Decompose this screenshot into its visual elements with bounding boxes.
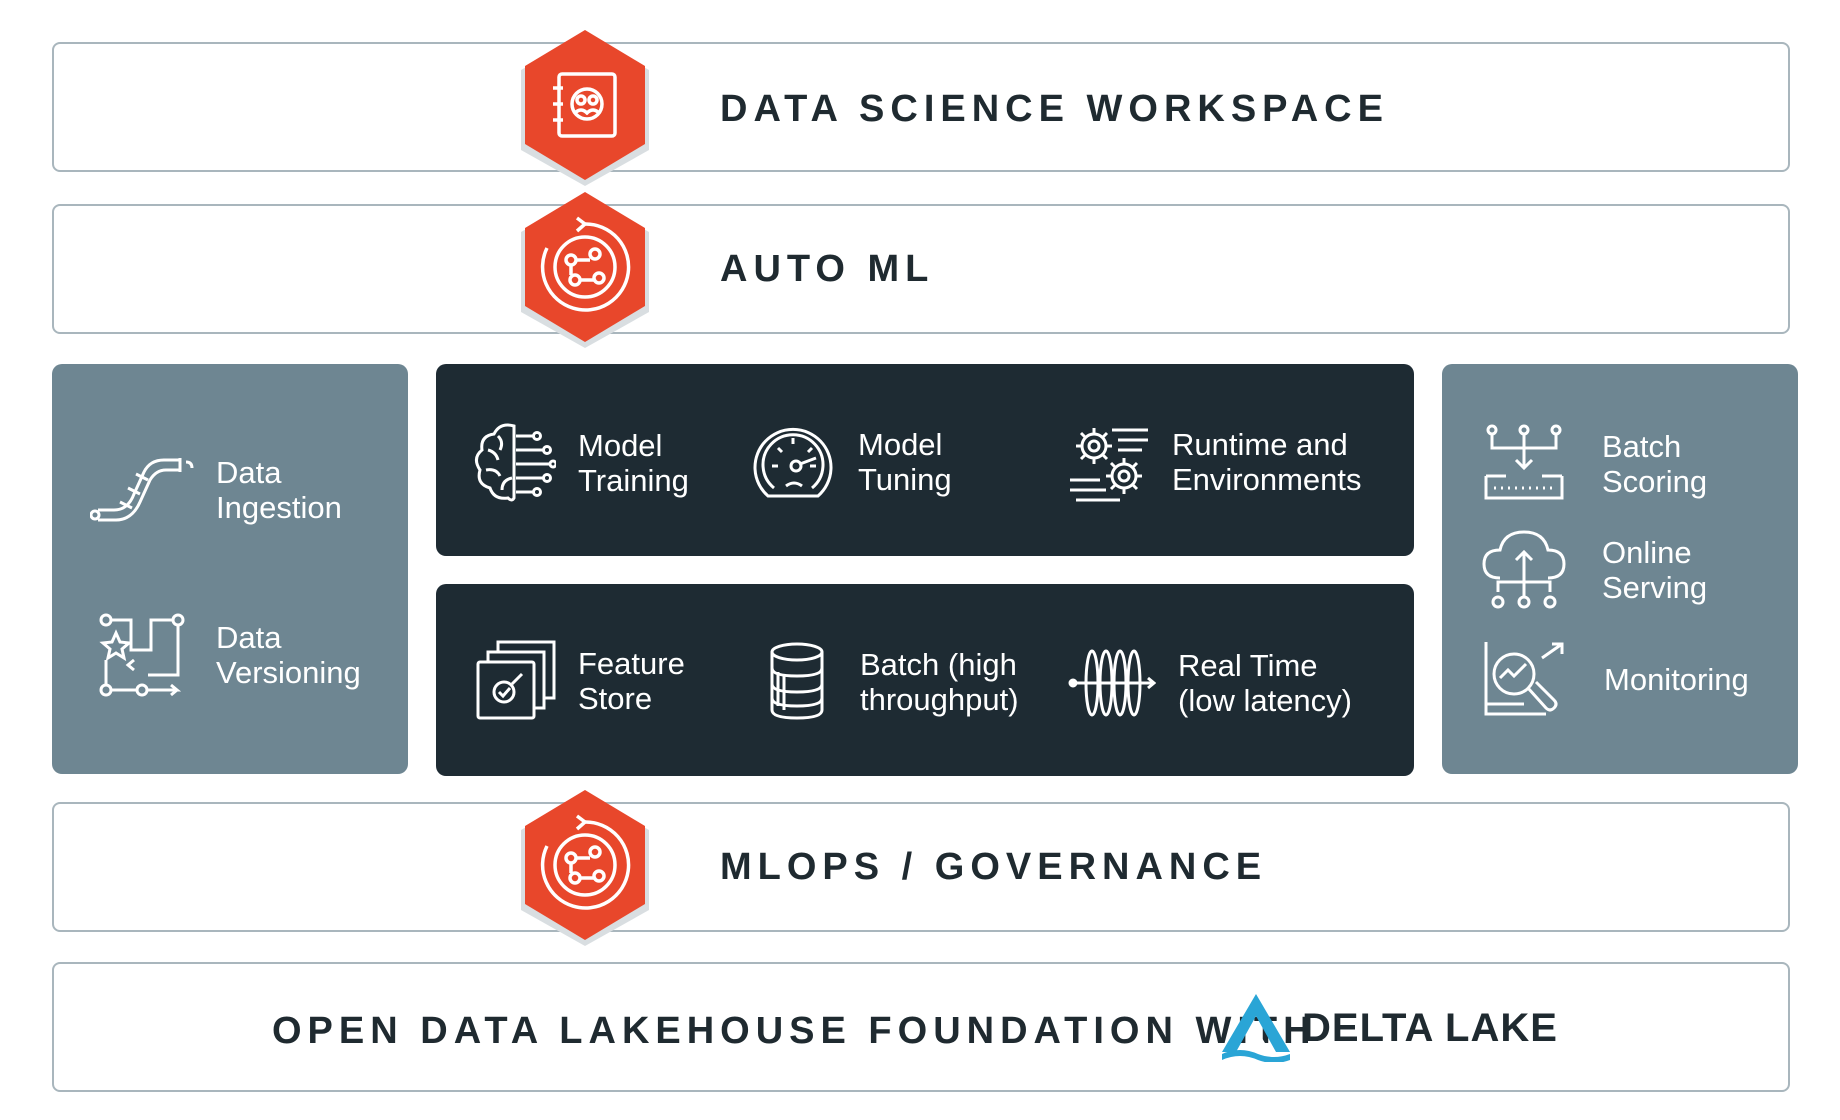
online-serving-item: Online Serving	[1480, 528, 1707, 612]
waveform-icon	[1068, 649, 1156, 717]
deployment-panel	[1442, 364, 1798, 774]
delta-lake-wordmark: DELTA LAKE	[1302, 1006, 1558, 1050]
model-tuning-item: Model Tuning	[750, 422, 952, 502]
delta-lake-logo-icon	[1222, 994, 1290, 1062]
data-versioning-label: Data Versioning	[216, 620, 361, 690]
branching-icon	[99, 613, 185, 697]
monitoring-icon	[1484, 642, 1564, 716]
foundation-band	[52, 962, 1790, 1092]
runtime-item: Runtime and Environments	[1068, 420, 1362, 504]
model-training-label: Model Training	[578, 428, 689, 498]
automl-band	[52, 204, 1790, 334]
monitoring-item: Monitoring	[1482, 640, 1749, 718]
workspace-band	[52, 42, 1790, 172]
mlops-title: MLOPS / GOVERNANCE	[720, 846, 1268, 888]
data-versioning-item: Data Versioning	[98, 612, 361, 698]
feature-store-label: Feature Store	[578, 646, 685, 716]
governance-hex-icon	[521, 790, 649, 946]
batch-scoring-label: Batch Scoring	[1602, 429, 1708, 499]
brain-icon	[475, 423, 556, 502]
monitoring-label: Monitoring	[1604, 661, 1749, 697]
mlops-band	[52, 802, 1790, 932]
serving-modes-panel	[436, 584, 1414, 776]
cloud-icon	[1482, 530, 1566, 609]
model-training-item: Model Training	[474, 420, 689, 506]
runtime-label: Runtime and Environments	[1172, 427, 1362, 497]
feature-store-icon	[476, 640, 556, 720]
realtime-item: Real Time (low latency)	[1068, 648, 1352, 718]
batch-mode-item: Batch (high throughput)	[768, 642, 1019, 722]
automl-title: AUTO ML	[720, 248, 935, 290]
batch-mode-label: Batch (high throughput)	[860, 647, 1019, 717]
batch-scoring-icon	[1484, 424, 1564, 500]
data-ingestion-label: Data Ingestion	[216, 455, 342, 525]
feature-store-item: Feature Store	[476, 640, 685, 722]
batch-scoring-item: Batch Scoring	[1484, 424, 1707, 504]
gears-icon	[1070, 428, 1148, 502]
realtime-label: Real Time (low latency)	[1178, 648, 1352, 718]
workspace-title: DATA SCIENCE WORKSPACE	[720, 88, 1389, 130]
data-ingestion-item: Data Ingestion	[90, 452, 342, 528]
gauge-icon	[753, 427, 833, 498]
foundation-title: OPEN DATA LAKEHOUSE FOUNDATION WITH	[272, 1010, 1317, 1052]
model-tuning-label: Model Tuning	[858, 427, 952, 497]
database-icon	[770, 642, 824, 720]
data-panel	[52, 364, 408, 774]
pipe-icon	[90, 458, 194, 522]
automl-hex-icon	[521, 192, 649, 348]
online-serving-label: Online Serving	[1602, 535, 1708, 605]
model-panel	[436, 364, 1414, 556]
notebook-hex-icon	[521, 30, 649, 186]
